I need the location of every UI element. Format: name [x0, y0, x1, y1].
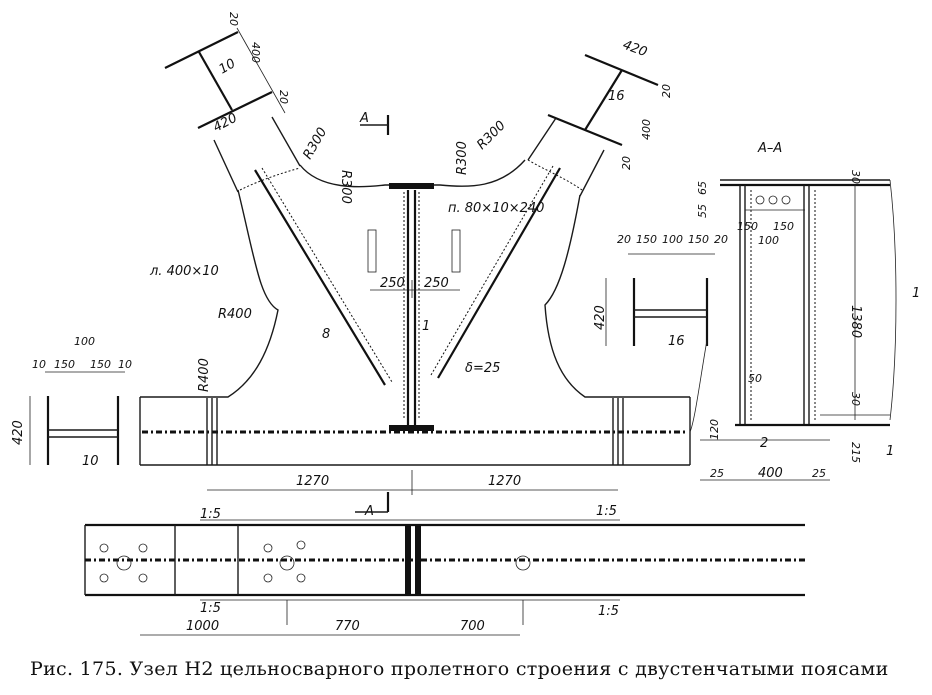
weld-size-label: 8 — [322, 327, 330, 342]
thickness-label: δ=25 — [465, 361, 500, 376]
dimension: 100 — [74, 335, 95, 348]
brace-section-right — [547, 53, 659, 147]
plate-label: л. 400×10 — [149, 264, 219, 279]
dimension: 420 — [211, 111, 240, 136]
dimension: 25 — [710, 467, 724, 480]
part-number: 1 — [912, 286, 920, 301]
bottom-plan-view — [84, 519, 805, 636]
node-gusset-outline — [139, 116, 691, 466]
dimension: 30 — [849, 392, 862, 406]
radius-label: R300 — [455, 141, 470, 175]
cut-marks — [355, 115, 390, 513]
radius-label: R300 — [300, 125, 330, 162]
dimension: 250 — [424, 276, 449, 291]
dimension: 1000 — [186, 619, 219, 634]
dimension: 30 — [849, 170, 862, 184]
dimension: 20 — [617, 233, 631, 246]
dimension: 150 — [688, 233, 709, 246]
slope-label: 1:5 — [200, 601, 221, 616]
dimension: 50 — [748, 372, 762, 385]
dimension: 700 — [460, 619, 485, 634]
middle-section-sketch — [628, 253, 715, 433]
dimension: 1270 — [296, 474, 329, 489]
dimension: 100 — [758, 234, 779, 247]
dimension: 150 — [773, 220, 794, 233]
section-a-a — [700, 179, 897, 481]
part-number: 10 — [82, 454, 99, 469]
dimension: 25 — [812, 467, 826, 480]
text-labels: А А А–А R300 R300 R300 R300 R400 R400 л.… — [11, 12, 920, 634]
part-number: 16 — [608, 89, 625, 104]
slope-label: 1:5 — [200, 507, 221, 522]
cut-mark-top: А — [359, 111, 369, 126]
dimension: 100 — [662, 233, 683, 246]
part-number: 10 — [217, 56, 239, 77]
dimension: 55 — [696, 204, 709, 218]
dimension: 400 — [640, 119, 653, 140]
dimension: 20 — [227, 12, 240, 26]
plate-label: п. 80×10×240 — [448, 201, 544, 216]
dimension: 420 — [621, 38, 649, 61]
dimension: 1380 — [848, 305, 863, 338]
dimension: 20 — [714, 233, 728, 246]
dimension: 10 — [118, 358, 132, 371]
dimension: 250 — [380, 276, 405, 291]
dimension: 20 — [620, 156, 633, 170]
section-label: А–А — [757, 141, 782, 156]
cut-mark-bottom: А — [364, 504, 374, 519]
part-number: 1 — [886, 444, 894, 459]
radius-label: R300 — [474, 118, 509, 153]
dimension-lines — [29, 278, 618, 495]
diagonal-weld-lines — [239, 159, 583, 386]
dimension: 20 — [277, 90, 290, 104]
dimension: 420 — [11, 420, 26, 445]
dimension: 770 — [335, 619, 360, 634]
dimension: 420 — [593, 305, 608, 330]
dimension: 10 — [32, 358, 46, 371]
vertical-stiffeners — [367, 229, 461, 273]
brace-section-left — [164, 27, 286, 129]
radius-label: R300 — [338, 170, 353, 204]
radius-label: R400 — [197, 358, 212, 392]
part-number: 1 — [422, 319, 430, 334]
dimension: 20 — [660, 84, 673, 98]
central-vertical-member — [389, 183, 434, 431]
left-section-sketch — [45, 371, 125, 465]
dimension: 120 — [708, 419, 721, 440]
dimension: 215 — [849, 442, 862, 463]
part-number: 16 — [668, 334, 685, 349]
dimension: 400 — [249, 42, 262, 63]
dimension: 150 — [54, 358, 75, 371]
dimension: 400 — [758, 466, 783, 481]
dimension: 150 — [636, 233, 657, 246]
dimension: 150 — [90, 358, 111, 371]
slope-label: 1:5 — [596, 504, 617, 519]
dimension: 1270 — [488, 474, 521, 489]
figure-caption: Рис. 175. Узел H2 цельносварного пролетн… — [30, 658, 889, 680]
dimension: 150 — [737, 220, 758, 233]
dimension: 65 — [696, 181, 709, 195]
part-number: 2 — [760, 436, 768, 451]
slope-label: 1:5 — [598, 604, 619, 619]
radius-label: R400 — [218, 307, 252, 322]
